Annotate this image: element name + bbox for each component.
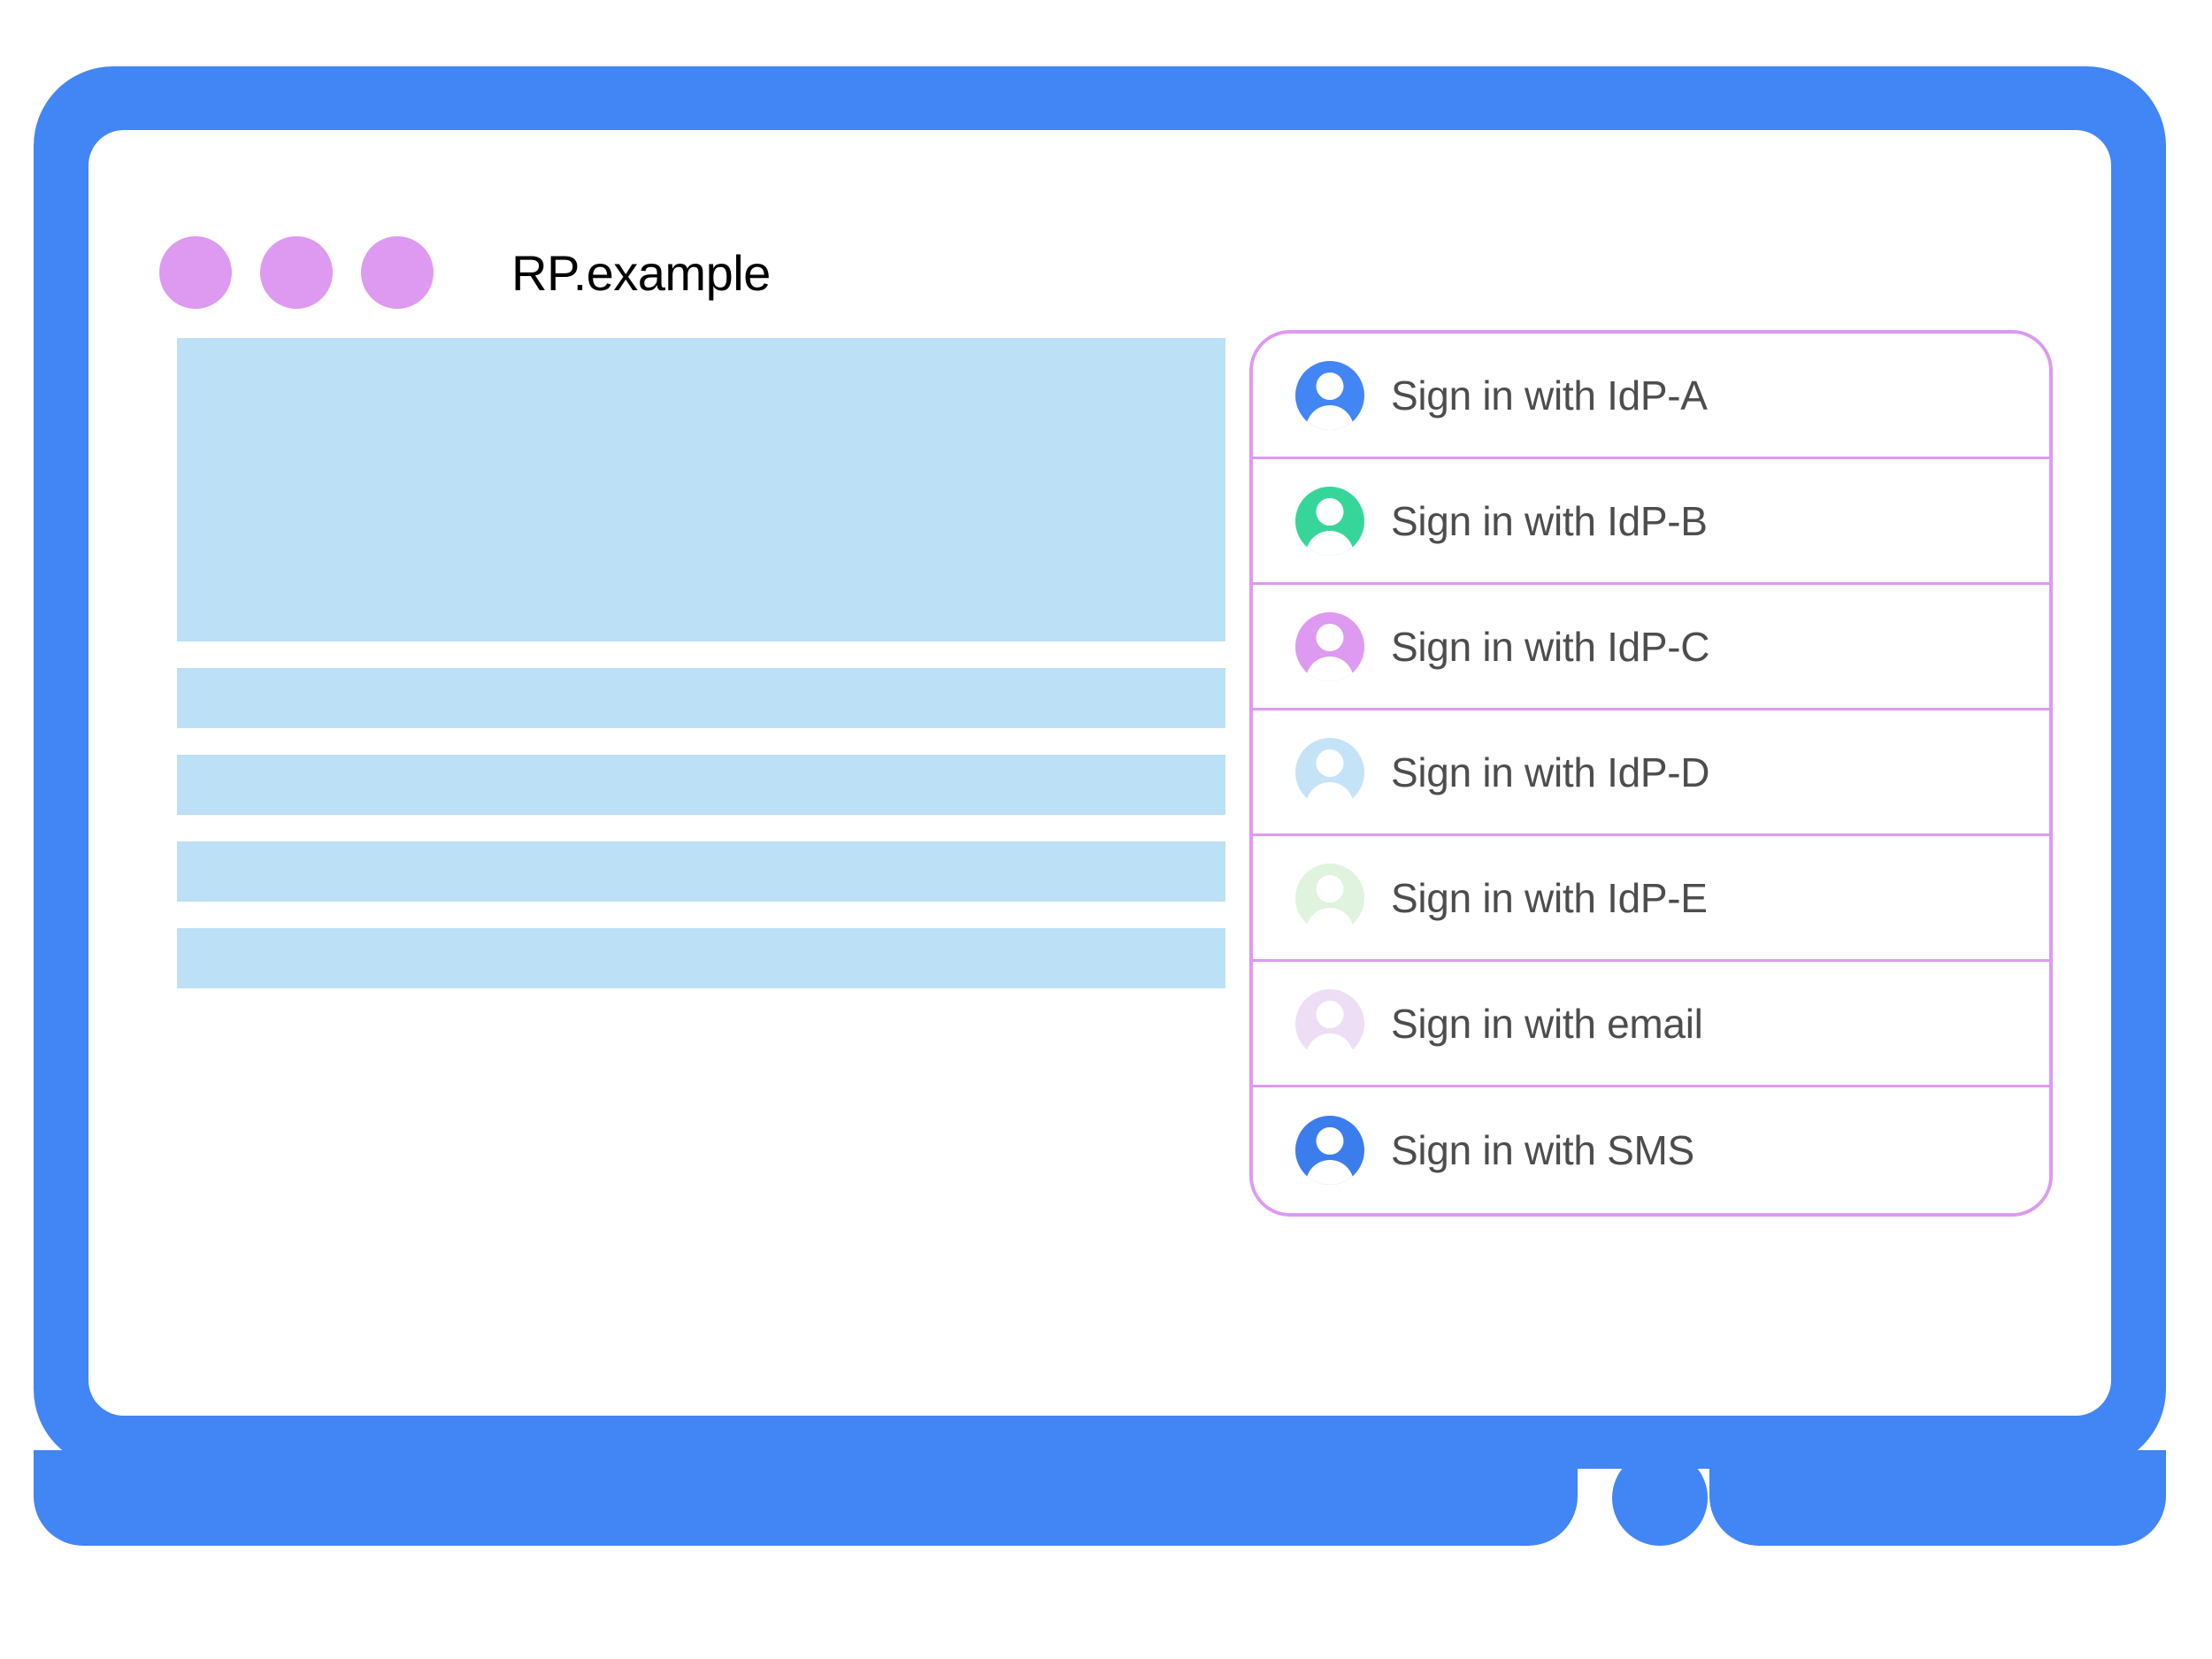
account-avatar-icon <box>1295 988 1364 1058</box>
signin-option-email[interactable]: Sign in with email <box>1253 962 2049 1087</box>
browser-titlebar: RP.example <box>159 236 771 309</box>
line-placeholder-1 <box>177 668 1225 728</box>
account-avatar-icon <box>1295 360 1364 430</box>
laptop-screen-bezel: RP.example Sign in with IdP-A <box>34 66 2166 1469</box>
browser-viewport: RP.example Sign in with IdP-A <box>88 130 2111 1416</box>
laptop-base-right <box>1709 1450 2166 1546</box>
account-avatar-icon <box>1295 486 1364 556</box>
signin-option-sms[interactable]: Sign in with SMS <box>1253 1087 2049 1213</box>
signin-option-label: Sign in with IdP-D <box>1391 749 1710 795</box>
signin-option-label: Sign in with email <box>1391 1000 1703 1047</box>
line-placeholder-2 <box>177 755 1225 815</box>
laptop-base-knob <box>1612 1450 1708 1546</box>
account-avatar-icon <box>1295 863 1364 933</box>
signin-option-idp-c[interactable]: Sign in with IdP-C <box>1253 585 2049 710</box>
signin-option-idp-d[interactable]: Sign in with IdP-D <box>1253 710 2049 836</box>
signin-option-label: Sign in with IdP-A <box>1391 372 1708 419</box>
line-placeholder-4 <box>177 928 1225 988</box>
page-content-placeholders <box>177 338 1225 1015</box>
signin-provider-panel: Sign in with IdP-A Sign in with IdP-B Si… <box>1249 330 2053 1217</box>
signin-option-idp-a[interactable]: Sign in with IdP-A <box>1253 334 2049 459</box>
laptop-base-left <box>34 1450 1578 1546</box>
signin-option-label: Sign in with IdP-B <box>1391 497 1708 544</box>
hero-placeholder <box>177 338 1225 641</box>
signin-option-label: Sign in with SMS <box>1391 1127 1694 1173</box>
window-dot-minimize-icon[interactable] <box>260 236 333 309</box>
window-dot-close-icon[interactable] <box>159 236 232 309</box>
account-avatar-icon <box>1295 1116 1364 1185</box>
signin-option-idp-e[interactable]: Sign in with IdP-E <box>1253 836 2049 962</box>
account-avatar-icon <box>1295 611 1364 681</box>
signin-option-label: Sign in with IdP-C <box>1391 623 1710 670</box>
account-avatar-icon <box>1295 737 1364 807</box>
signin-option-label: Sign in with IdP-E <box>1391 874 1708 921</box>
page-title: RP.example <box>511 244 771 301</box>
window-dot-maximize-icon[interactable] <box>361 236 434 309</box>
line-placeholder-3 <box>177 841 1225 902</box>
signin-option-idp-b[interactable]: Sign in with IdP-B <box>1253 459 2049 585</box>
